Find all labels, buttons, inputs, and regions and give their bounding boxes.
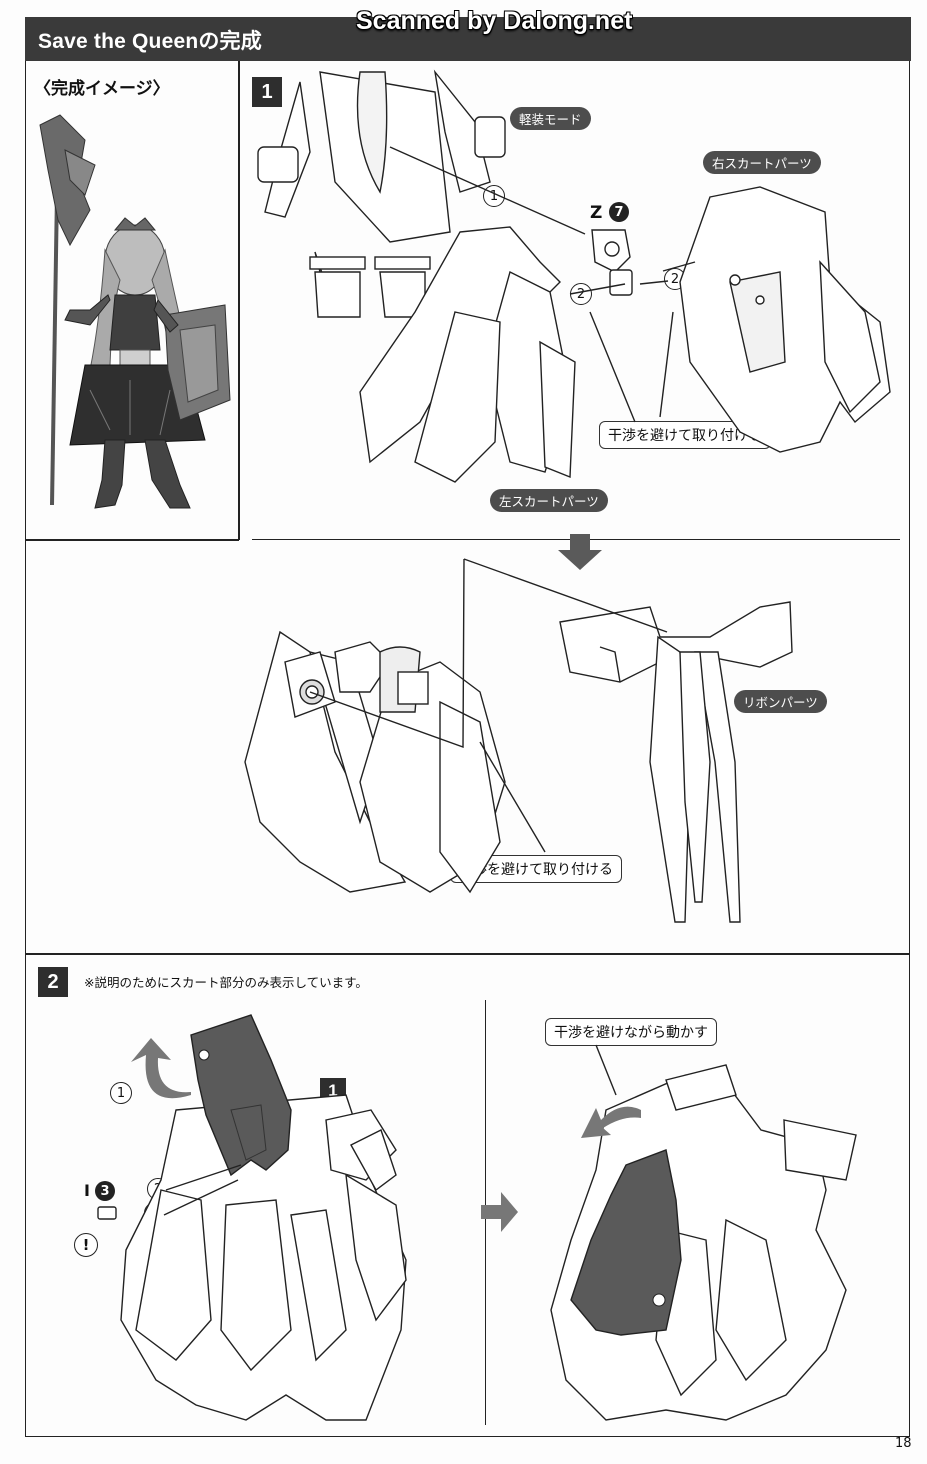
step2-note: ※説明のためにスカート部分のみ表示しています。 <box>84 975 368 990</box>
circled-one-step2: 1 <box>110 1082 132 1104</box>
step1-illustration <box>244 69 891 923</box>
label-right-skirt-parts: 右スカートパーツ <box>703 151 821 174</box>
part-code-z7-letter: Z <box>590 203 603 223</box>
callout-move-avoiding-interference: 干渉を避けながら動かす <box>545 1018 717 1046</box>
title-bar <box>25 17 911 61</box>
part-code-i3-letter: I <box>84 1181 90 1200</box>
part-code-i3-number: 3 <box>95 1181 115 1201</box>
completed-figure-illustration <box>39 114 231 509</box>
label-left-skirt-parts: 左スカートパーツ <box>490 489 608 512</box>
label-ribbon-parts: リボンパーツ <box>734 690 827 713</box>
step2-illustration <box>97 1014 857 1421</box>
warning-icon: ! <box>74 1233 98 1257</box>
step-2-badge: 2 <box>38 967 68 997</box>
page-title: Save the Queenの完成 <box>38 30 262 53</box>
divider-image-bottom <box>25 539 239 541</box>
part-code-z7-number: 7 <box>609 202 629 222</box>
watermark: Scanned by Dalong.net <box>356 7 633 35</box>
page-number: 18 <box>895 1436 912 1451</box>
divider-step2-top <box>25 953 910 955</box>
completed-image-heading: 〈完成イメージ〉 <box>34 79 170 98</box>
step-1-badge: 1 <box>252 77 282 107</box>
divider-vertical-top <box>238 61 240 540</box>
label-light-armor-mode: 軽装モード <box>510 107 591 130</box>
page-frame <box>25 61 910 1437</box>
